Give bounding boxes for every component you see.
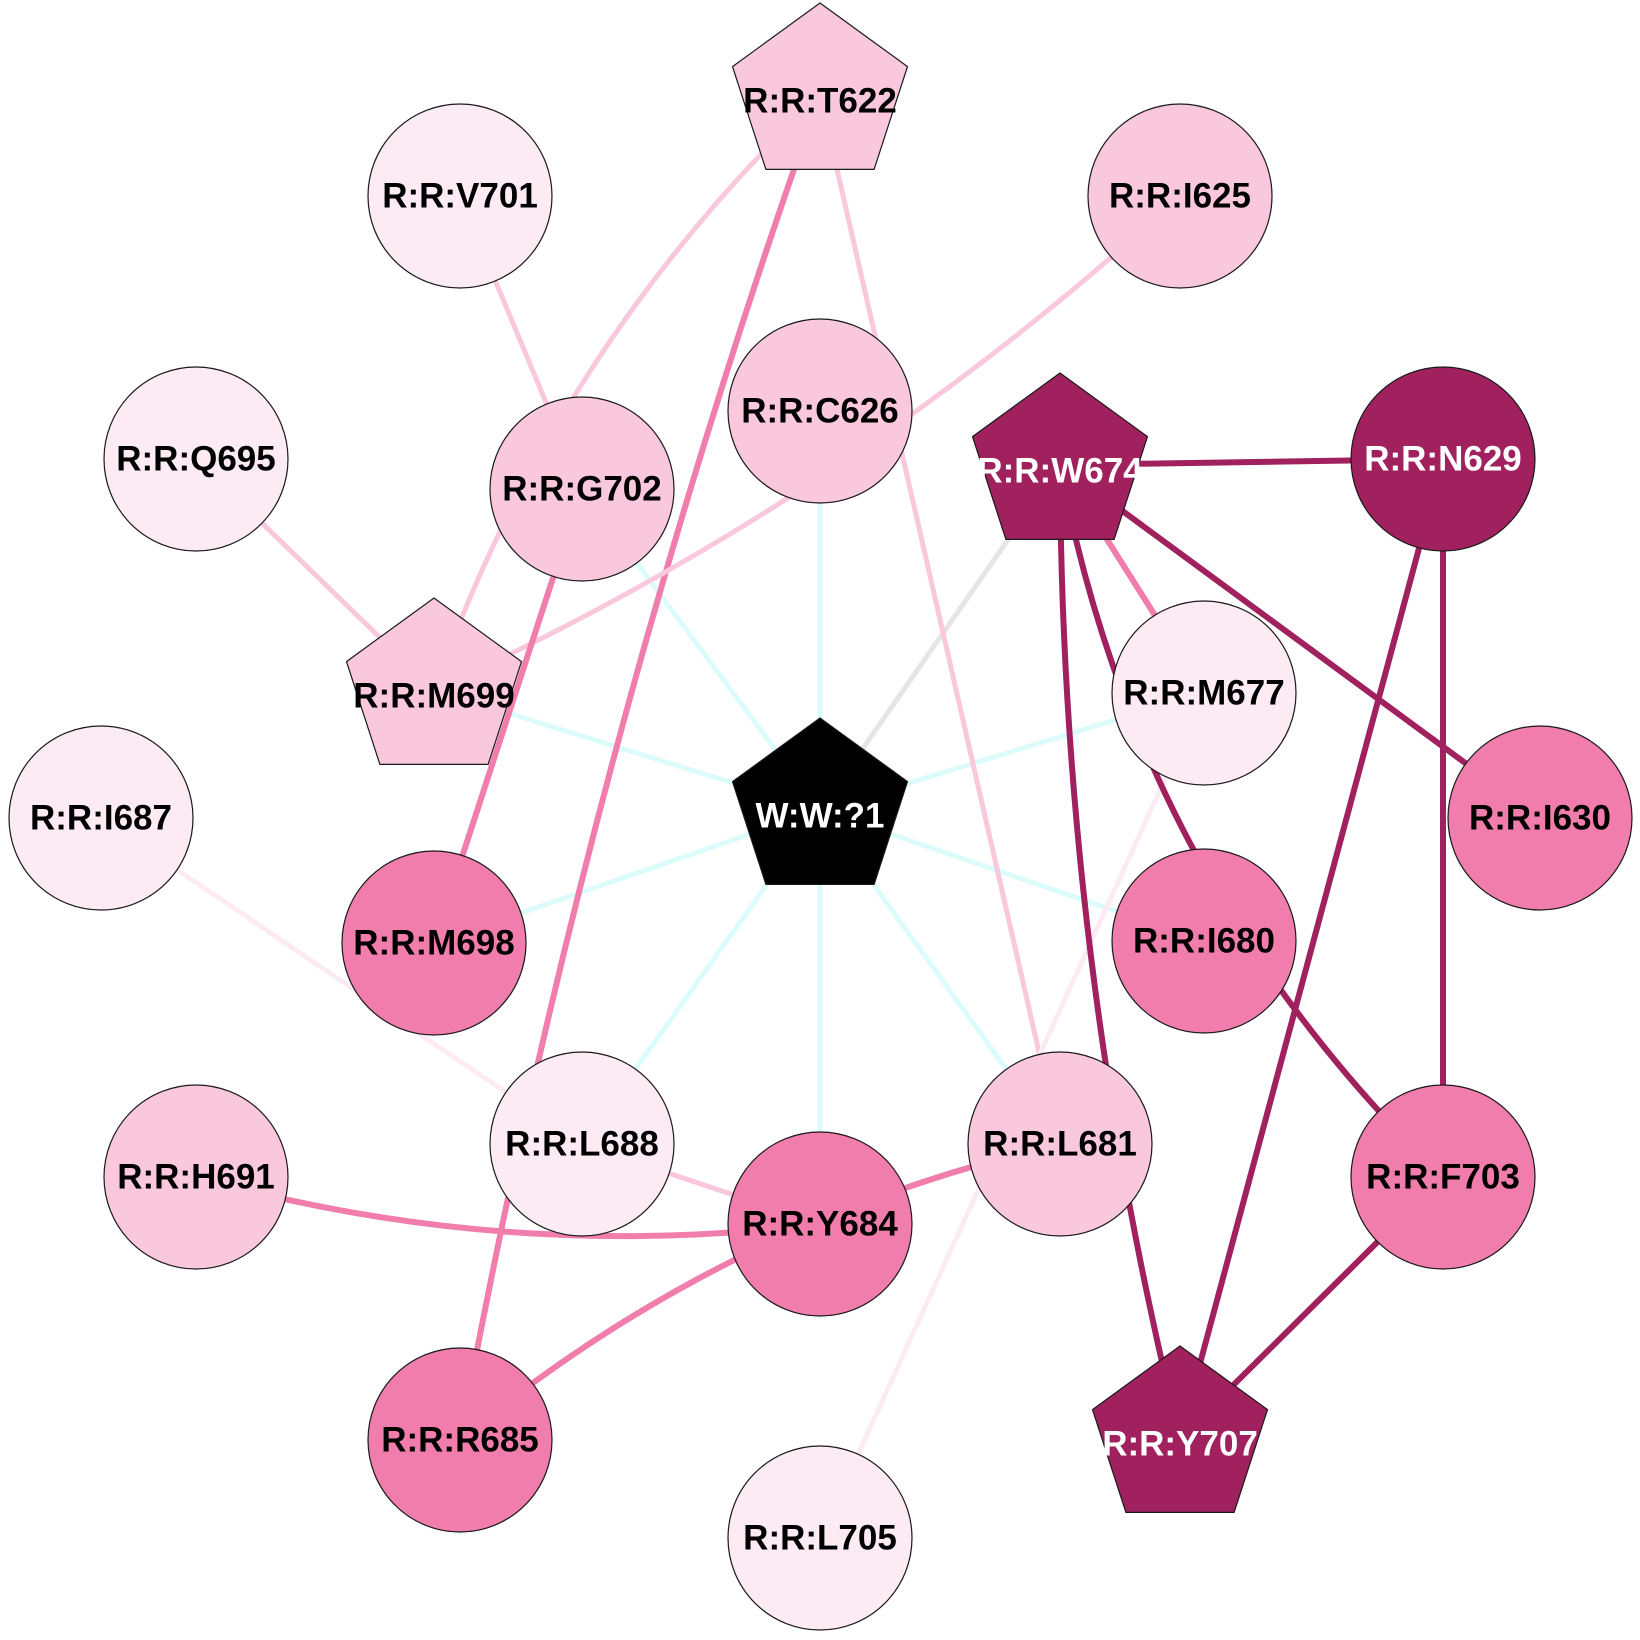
edge-w674-i630 (1057, 462, 1543, 821)
node-label: R:R:N629 (1364, 440, 1522, 479)
node-circle-shape (967, 1051, 1153, 1237)
node-c626[interactable]: R:R:C626 (727, 318, 913, 504)
node-h691[interactable]: R:R:H691 (103, 1084, 289, 1270)
node-pentagon-shape (1091, 1345, 1269, 1514)
node-circle-shape (367, 103, 553, 289)
node-label: R:R:V701 (382, 177, 538, 216)
node-circle-shape (8, 725, 194, 911)
node-l705[interactable]: R:R:L705 (727, 1445, 913, 1631)
node-label: R:R:C626 (741, 392, 899, 431)
node-pentagon-shape (731, 2, 909, 170)
node-label: R:R:Q695 (116, 440, 275, 479)
edge-w674-f703 (1057, 462, 1446, 1180)
node-circle-shape (727, 1445, 913, 1631)
node-circle-shape (103, 366, 289, 552)
node-label: R:R:Y707 (1102, 1425, 1258, 1464)
node-pentagon-shape (971, 372, 1149, 541)
node-label: R:R:H691 (117, 1158, 275, 1197)
node-circle-shape (1447, 725, 1633, 911)
edge-n629-y707 (1177, 456, 1446, 1441)
node-circle-shape (103, 1084, 289, 1270)
node-label: R:R:L705 (743, 1519, 897, 1558)
edge-i687-l688 (98, 815, 585, 1147)
node-pentagon-shape (345, 597, 523, 766)
node-label: R:R:M699 (353, 677, 514, 716)
node-label: R:R:T622 (743, 82, 897, 121)
node-label: R:R:M677 (1123, 674, 1284, 713)
node-circle-shape (489, 1051, 675, 1237)
node-m698[interactable]: R:R:M698 (341, 850, 527, 1036)
node-label: R:R:L688 (505, 1125, 659, 1164)
node-w1[interactable]: W:W:?1 (731, 717, 909, 886)
node-n629[interactable]: R:R:N629 (1350, 366, 1536, 552)
node-label: R:R:I687 (30, 799, 172, 838)
node-label: R:R:F703 (1366, 1158, 1520, 1197)
node-v701[interactable]: R:R:V701 (367, 103, 553, 289)
edge-t622-l681 (817, 92, 1063, 1147)
node-i680[interactable]: R:R:I680 (1111, 848, 1297, 1034)
node-circle-shape (727, 318, 913, 504)
node-circle-shape (489, 396, 675, 582)
node-label: R:R:I625 (1109, 177, 1251, 216)
edge-t622-m699 (431, 92, 823, 693)
edge-t622-r685 (457, 92, 823, 1443)
node-circle-shape (1111, 848, 1297, 1034)
node-y684[interactable]: R:R:Y684 (727, 1131, 913, 1317)
node-m699[interactable]: R:R:M699 (345, 597, 523, 766)
node-r685[interactable]: R:R:R685 (367, 1347, 553, 1533)
node-i687[interactable]: R:R:I687 (8, 725, 194, 911)
node-circle-shape (367, 1347, 553, 1533)
node-label: R:R:I630 (1469, 799, 1611, 838)
node-f703[interactable]: R:R:F703 (1350, 1084, 1536, 1270)
node-y707[interactable]: R:R:Y707 (1091, 1345, 1269, 1514)
node-l681[interactable]: R:R:L681 (967, 1051, 1153, 1237)
node-label: W:W:?1 (756, 797, 885, 836)
node-label: R:R:R685 (381, 1421, 539, 1460)
node-q695[interactable]: R:R:Q695 (103, 366, 289, 552)
node-circle-shape (1350, 366, 1536, 552)
node-circle-shape (341, 850, 527, 1036)
node-m677[interactable]: R:R:M677 (1111, 600, 1297, 786)
node-label: R:R:M698 (353, 924, 514, 963)
node-label: R:R:W674 (977, 452, 1143, 491)
node-t622[interactable]: R:R:T622 (731, 2, 909, 170)
node-circle-shape (1111, 600, 1297, 786)
node-i625[interactable]: R:R:I625 (1087, 103, 1273, 289)
node-label: R:R:G702 (502, 470, 661, 509)
node-label: R:R:Y684 (742, 1205, 898, 1244)
node-l688[interactable]: R:R:L688 (489, 1051, 675, 1237)
edge-w674-y707 (1057, 462, 1183, 1441)
node-g702[interactable]: R:R:G702 (489, 396, 675, 582)
node-w674[interactable]: R:R:W674 (971, 372, 1149, 541)
node-circle-shape (727, 1131, 913, 1317)
node-circle-shape (1350, 1084, 1536, 1270)
node-pentagon-shape (731, 717, 909, 886)
node-label: R:R:I680 (1133, 922, 1275, 961)
node-circle-shape (1087, 103, 1273, 289)
node-label: R:R:L681 (983, 1125, 1137, 1164)
node-i630[interactable]: R:R:I630 (1447, 725, 1633, 911)
